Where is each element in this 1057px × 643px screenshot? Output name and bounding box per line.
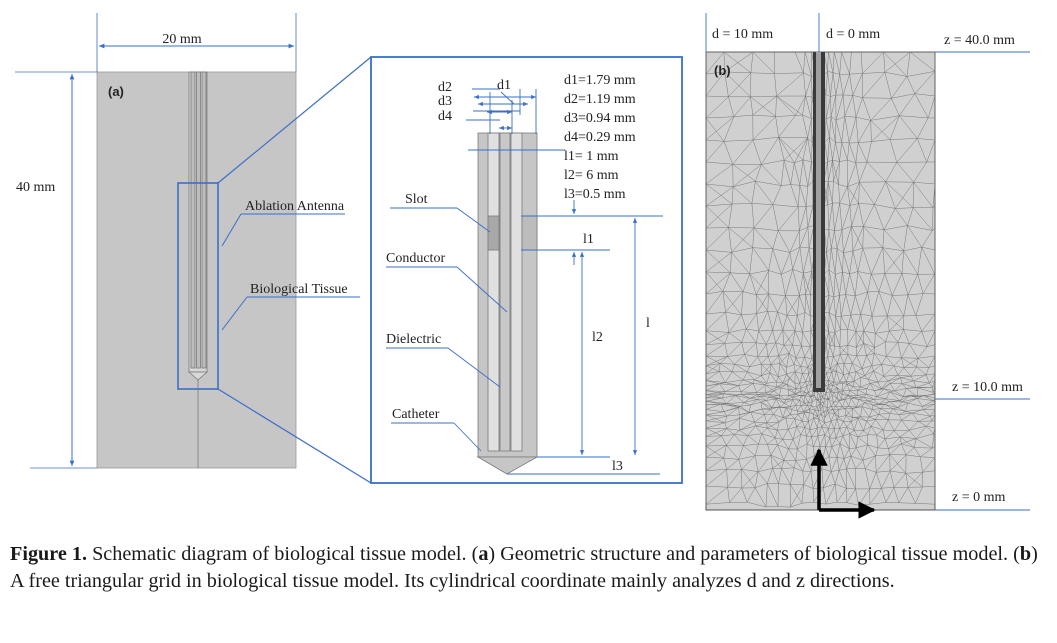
panel-a: (a) 20 mm 40 mm Ablation Antenna Biologi… bbox=[15, 13, 372, 484]
z-top-label: z = 40.0 mm bbox=[944, 33, 1015, 48]
panel-b-label: (b) bbox=[714, 63, 731, 78]
height-dim-label: 40 mm bbox=[16, 180, 55, 195]
width-dim-label: 20 mm bbox=[162, 32, 201, 47]
callout-tissue-line bbox=[221, 296, 248, 331]
param-d1: d1=1.79 mm bbox=[564, 73, 636, 88]
dim-l3-label: l3 bbox=[612, 459, 623, 474]
caption-a: a bbox=[478, 543, 489, 565]
parameter-list: d1=1.79 mm d2=1.19 mm d3=0.94 mm d4=0.29… bbox=[564, 73, 636, 202]
l-dimensions bbox=[507, 200, 663, 475]
param-l2: l2= 6 mm bbox=[564, 168, 619, 183]
slot-left bbox=[487, 215, 500, 251]
panel-a-label: (a) bbox=[108, 84, 124, 99]
caption-text-2: ) Geometric structure and parameters of … bbox=[488, 543, 1020, 565]
d-right-label: d = 0 mm bbox=[826, 27, 880, 42]
d-left-label: d = 10 mm bbox=[712, 27, 773, 42]
catheter-tip bbox=[476, 456, 539, 475]
callout-tissue-label: Biological Tissue bbox=[250, 282, 348, 297]
callout-antenna-line bbox=[221, 213, 242, 247]
part-catheter-label: Catheter bbox=[392, 407, 440, 422]
param-d2: d2=1.19 mm bbox=[564, 92, 636, 107]
param-l3: l3=0.5 mm bbox=[564, 187, 626, 202]
z-mid-label: z = 10.0 mm bbox=[952, 380, 1023, 395]
dim-d1-label: d1 bbox=[497, 78, 511, 93]
part-slot-label: Slot bbox=[405, 192, 428, 207]
slot-right bbox=[521, 215, 538, 251]
caption-b: b bbox=[1019, 543, 1032, 565]
callout-antenna-label: Ablation Antenna bbox=[245, 199, 345, 214]
zoom-source-box bbox=[177, 182, 219, 390]
outer-conductor-left bbox=[487, 132, 500, 452]
param-d4: d4=0.29 mm bbox=[564, 130, 636, 145]
antenna-detail bbox=[476, 132, 539, 475]
panel-b: (b) d = 10 mm d = 0 mm z = 40.0 mm z = 1… bbox=[705, 13, 1030, 519]
part-conductor-label: Conductor bbox=[386, 251, 445, 266]
caption-lead: Figure 1. bbox=[10, 543, 88, 565]
part-callouts bbox=[386, 207, 508, 452]
d-dimensions bbox=[466, 88, 565, 151]
dim-l1-label: l1 bbox=[583, 232, 594, 247]
z-bottom-label: z = 0 mm bbox=[952, 490, 1005, 505]
dim-d4-label: d4 bbox=[438, 109, 452, 124]
dim-l2-label: l2 bbox=[592, 330, 603, 345]
param-d3: d3=0.94 mm bbox=[564, 111, 636, 126]
zoom-leader-top bbox=[217, 56, 372, 184]
outer-conductor-right bbox=[510, 132, 523, 452]
dim-l-label: l bbox=[646, 316, 650, 331]
part-dielectric-label: Dielectric bbox=[386, 332, 441, 347]
figure-diagram: (a) 20 mm 40 mm Ablation Antenna Biologi… bbox=[15, 13, 1030, 519]
dielectric-core bbox=[499, 132, 511, 452]
zoom-leader-bottom bbox=[217, 388, 372, 484]
dim-d2-label: d2 bbox=[438, 80, 452, 95]
zoom-panel: d2 d1 d3 d4 d1=1.79 mm d2=1.19 mm d3=0.9… bbox=[370, 56, 683, 484]
antenna-small bbox=[187, 71, 209, 381]
figure-caption: Figure 1. Schematic diagram of biologica… bbox=[10, 541, 1055, 595]
param-l1: l1= 1 mm bbox=[564, 149, 619, 164]
caption-text-1: Schematic diagram of biological tissue m… bbox=[87, 543, 479, 565]
caption-text-3: ) A free triangular grid in biological t… bbox=[10, 543, 1038, 592]
dim-d3-label: d3 bbox=[438, 94, 452, 109]
antenna-in-mesh-inner bbox=[816, 52, 821, 388]
